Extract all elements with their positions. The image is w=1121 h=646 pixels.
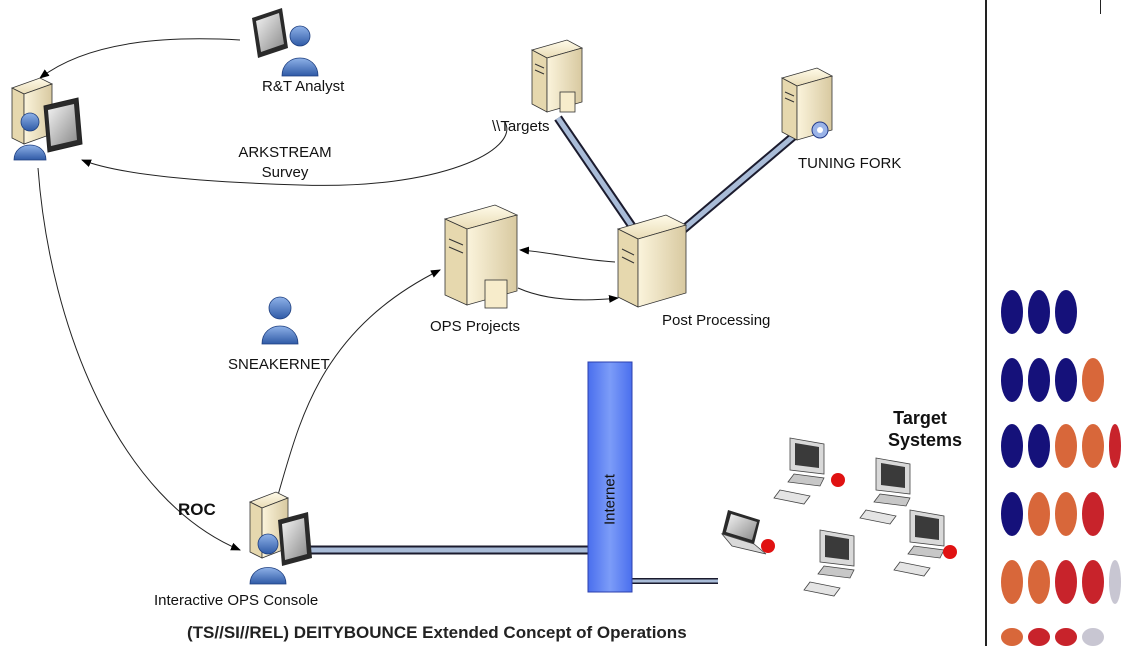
ops-projects-label: OPS Projects <box>430 318 521 335</box>
decorative-dot <box>1028 492 1050 536</box>
decorative-dot <box>1028 560 1050 604</box>
decorative-dot <box>1109 560 1121 604</box>
ops-console-icon <box>249 491 312 585</box>
decorative-dot <box>1109 424 1121 468</box>
slide-tick <box>1100 0 1101 14</box>
targets-label: \\Targets <box>492 118 550 135</box>
decorative-dot <box>1001 424 1023 468</box>
decorative-dot <box>1082 492 1104 536</box>
server-icon <box>530 39 584 113</box>
target-desktop-icon <box>893 509 957 577</box>
decorative-dot <box>1055 560 1077 604</box>
analyst-workstation-icon <box>10 77 83 161</box>
rt-analyst-label: R&T Analyst <box>262 78 345 95</box>
target-systems-label-line2: Systems <box>887 430 963 450</box>
target-desktop-icon <box>859 457 911 525</box>
roc-label: ROC <box>178 500 216 519</box>
server-icon <box>616 214 688 308</box>
decorative-dot <box>1055 628 1077 646</box>
decorative-dot <box>1028 424 1050 468</box>
rt-analyst-icon <box>252 8 319 77</box>
decorative-dot <box>1028 628 1050 646</box>
decorative-dot <box>1028 290 1050 334</box>
sneakernet-user-icon <box>261 296 299 345</box>
flow-arrows <box>37 38 619 551</box>
internet-label: Internet <box>601 474 619 526</box>
arkstream-label: ARKSTREAM <box>238 144 332 161</box>
decorative-dot <box>1055 358 1077 402</box>
sneakernet-label: SNEAKERNET <box>228 356 330 373</box>
decorative-dot <box>1055 290 1077 334</box>
decorative-dot <box>1028 358 1050 402</box>
decorative-dot <box>1082 424 1104 468</box>
target-systems-label-line1: Target <box>893 408 947 428</box>
survey-label: Survey <box>261 164 309 181</box>
tuning-fork-label: TUNING FORK <box>798 155 902 172</box>
decorative-dot <box>1001 290 1023 334</box>
post-processing-label: Post Processing <box>662 312 771 329</box>
network-links <box>300 115 798 584</box>
diagram-caption: (TS//SI//REL) DEITYBOUNCE Extended Conce… <box>187 623 687 642</box>
decorative-dot <box>1001 560 1023 604</box>
target-desktop-icon <box>773 437 845 505</box>
decorative-dot <box>1082 560 1104 604</box>
decorative-dot <box>1082 358 1104 402</box>
decorative-dot <box>1055 424 1077 468</box>
decorative-dot <box>1082 628 1104 646</box>
target-laptop-icon <box>720 510 775 555</box>
decorative-dot <box>1001 628 1023 646</box>
decorative-dot <box>1055 492 1077 536</box>
server-icon <box>443 204 519 309</box>
internet-cloud-bar <box>587 361 633 593</box>
server-icon <box>780 67 834 141</box>
target-desktop-icon <box>803 529 855 597</box>
ops-console-label: Interactive OPS Console <box>154 592 319 609</box>
decorative-dot <box>1001 492 1023 536</box>
slide-divider <box>985 0 987 646</box>
decorative-dot <box>1001 358 1023 402</box>
